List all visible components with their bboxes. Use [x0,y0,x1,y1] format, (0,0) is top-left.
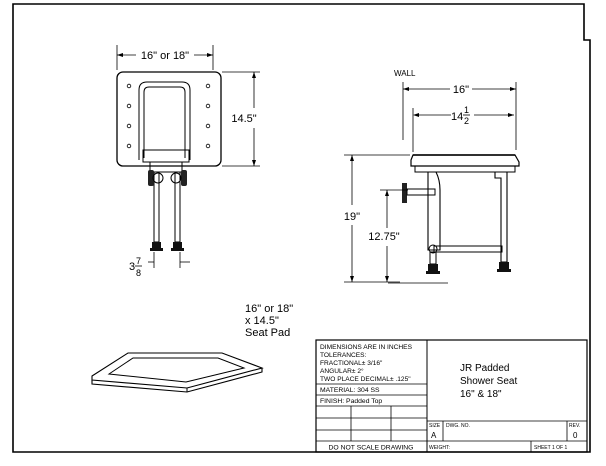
leg-dimension-denominator: 8 [136,268,141,278]
angular-tolerance: ANGULAR± 2° [320,367,364,375]
finish-label: FINISH: Padded Top [320,398,382,405]
weight-label: WEIGHT: [429,445,450,451]
inner-dimension-whole: 14 [451,111,463,123]
sheet-border [12,3,591,453]
decimal-tolerance: TWO PLACE DECIMAL± .125" [320,376,411,383]
title-line3: 16" & 18" [460,389,502,400]
tolerances-label: TOLERANCES: [320,352,367,359]
seat-pad-line3: Seat Pad [245,327,290,339]
inner-dimension-numerator: 1 [464,105,469,115]
seat-pad-line2: x 14.5" [245,315,279,327]
title-block: DIMENSIONS ARE IN INCHES TOLERANCES: FRA… [315,339,588,453]
inner-dimension-denominator: 2 [464,116,469,126]
size-label: SIZE [429,423,441,429]
dwg-number-label: DWG. NO. [446,423,470,429]
top-depth-dimension: 14.5" [231,113,256,125]
side-width-dimension: 16" [453,84,469,96]
dims-header: DIMENSIONS ARE IN INCHES [320,344,413,351]
seat-pad-label: 16" or 18" x 14.5" Seat Pad [245,303,293,339]
side-seat-pad [410,154,520,167]
side-height-dimension: 19" [344,211,360,223]
leg-dimension-whole: 3 [129,261,135,273]
material-label: MATERIAL: 304 SS [320,387,380,394]
seat-pad-drawing [91,352,264,393]
fractional-tolerance: FRACTIONAL± 3/16" [320,360,383,367]
seat-height-dimension: 12.75" [368,231,400,243]
no-scale-note: DO NOT SCALE DRAWING [329,445,414,452]
top-width-dimension: 16" or 18" [141,50,189,62]
top-view: 16" or 18" 14.5" [116,45,260,278]
top-seat-outline [116,71,222,167]
title-line1: JR Padded [460,363,509,374]
side-view: WALL 16" 14 1 2 [344,69,520,284]
size-value: A [431,431,437,440]
wall-label: WALL [394,69,416,78]
leg-dimension-numerator: 7 [136,256,141,266]
rev-label: REV. [569,423,580,429]
sheet-label: SHEET 1 OF 1 [534,445,567,451]
title-line2: Shower Seat [460,376,517,387]
rev-value: 0 [573,431,578,440]
seat-pad-line1: 16" or 18" [245,303,293,315]
